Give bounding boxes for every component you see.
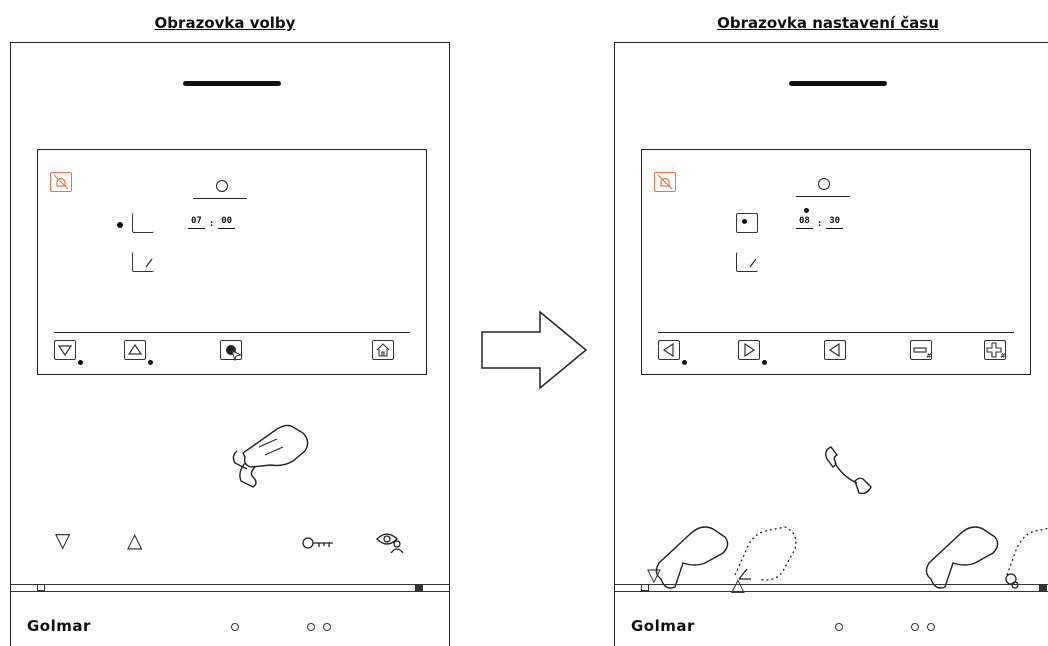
back-icon[interactable]	[824, 340, 846, 360]
status-led-1	[835, 623, 843, 631]
plus-icon[interactable]: #	[984, 340, 1006, 360]
left-indicator	[37, 584, 45, 591]
front-panel-strip	[615, 584, 1048, 592]
svg-text:#: #	[926, 352, 931, 359]
transition-arrow-icon	[481, 310, 588, 390]
front-panel-strip	[11, 584, 449, 592]
time-separator: :	[208, 219, 215, 229]
clock-icon	[818, 178, 830, 190]
left-icon-dot	[682, 360, 687, 365]
right-icon-dot	[762, 360, 767, 365]
right-indicator	[415, 584, 423, 591]
down-icon[interactable]	[54, 340, 76, 360]
brand-logo: Golmar	[631, 617, 695, 635]
door-key-icon[interactable]	[301, 536, 335, 550]
speaker-slot	[789, 81, 887, 86]
left-panel-title: Obrazovka volby	[154, 14, 296, 32]
status-led-2	[911, 623, 919, 631]
brand-logo: Golmar	[27, 617, 91, 635]
time-hours: 07	[188, 216, 205, 229]
home-icon[interactable]	[372, 340, 394, 360]
svg-text:#: #	[1000, 352, 1005, 359]
time-minutes: 30	[826, 216, 844, 229]
svg-text:▽: ▽	[647, 565, 661, 586]
monitor-screen-right: 08 : 30 # #	[641, 149, 1031, 375]
speaker-slot	[183, 81, 281, 86]
up-arrow-key[interactable]: △	[127, 530, 143, 552]
up-icon[interactable]	[124, 340, 146, 360]
clock-underline	[796, 196, 850, 197]
status-led-2	[307, 623, 315, 631]
status-led-1	[231, 623, 239, 631]
right-icon[interactable]	[738, 340, 760, 360]
select-icon[interactable]	[220, 340, 243, 361]
right-indicator	[1039, 584, 1047, 591]
left-indicator	[641, 584, 649, 591]
up-icon-dot	[148, 360, 153, 365]
monitor-device-right: 08 : 30 # # ▽	[614, 42, 1048, 646]
handset-icon	[824, 446, 872, 495]
hand-pressing-arrow-keys-icon: ▽ △	[647, 526, 797, 593]
do-not-disturb-icon[interactable]	[654, 172, 676, 192]
monitor-user-key-icon[interactable]	[375, 528, 405, 554]
right-panel-title: Obrazovka nastavení času	[717, 14, 939, 32]
status-led-3	[323, 623, 331, 631]
selection-dot	[117, 222, 123, 228]
down-arrow-key[interactable]: ▽	[55, 530, 71, 552]
time-display-right: 08 : 30	[796, 216, 844, 229]
edit-icon[interactable]	[736, 252, 758, 272]
monitor-screen-left: 07 : 00	[37, 149, 427, 375]
hand-pressing-handset-icon	[232, 424, 309, 488]
time-minutes: 00	[218, 216, 236, 229]
time-mode-user-icon-selected[interactable]	[736, 213, 758, 233]
left-icon[interactable]	[658, 340, 680, 360]
time-separator: :	[816, 219, 823, 229]
minus-icon[interactable]: #	[910, 340, 932, 360]
time-mode-user-icon[interactable]	[132, 213, 154, 233]
clock-underline	[193, 198, 247, 199]
time-hours: 08	[796, 216, 813, 229]
hand-pressing-door-key-icon	[925, 526, 1048, 589]
do-not-disturb-icon[interactable]	[50, 172, 72, 192]
clock-icon	[216, 180, 228, 192]
status-led-3	[927, 623, 935, 631]
tab-separator	[658, 332, 1014, 333]
time-display-left: 07 : 00	[188, 216, 236, 229]
down-icon-dot	[78, 360, 83, 365]
tab-separator	[54, 332, 410, 333]
edit-icon[interactable]	[132, 252, 154, 272]
hour-cursor-dot	[804, 208, 809, 213]
monitor-device-left: 07 : 00 ▽ △	[10, 42, 450, 646]
